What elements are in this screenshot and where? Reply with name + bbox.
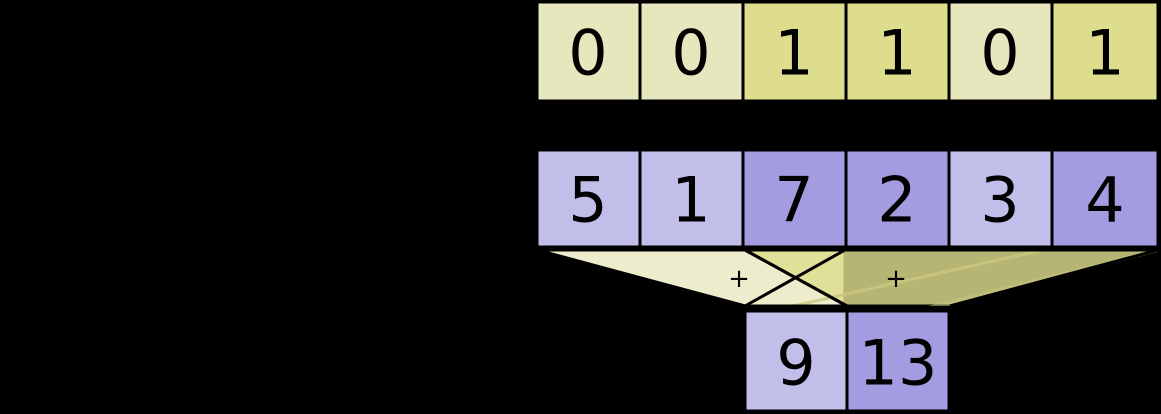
flag-cell-4[interactable]: [947, 0, 1054, 103]
result-row: 9 13: [743, 309, 951, 413]
flag-cell-0-label: 0: [568, 17, 607, 90]
result-cell-1-label: 13: [859, 327, 938, 400]
funnel-right-stripe-a: [786, 250, 1050, 306]
result-cell-1[interactable]: [845, 309, 951, 413]
flag-cell-4-label: 0: [980, 17, 1019, 90]
flag-cell-2-label: 1: [774, 17, 813, 90]
funnel-group: [536, 248, 1159, 308]
flag-cell-1-label: 0: [671, 17, 710, 90]
flag-row: 0 0 1 1 0 1: [535, 0, 1160, 103]
value-cell-0-label: 5: [568, 164, 607, 237]
value-cell-5-label: 4: [1085, 164, 1124, 237]
value-cell-5[interactable]: [1050, 148, 1160, 249]
result-cell-0[interactable]: [743, 309, 849, 413]
value-cell-4-label: 3: [980, 164, 1019, 237]
flag-cell-5-label: 1: [1085, 17, 1124, 90]
value-cell-1-label: 1: [671, 164, 710, 237]
flag-cell-3-label: 1: [877, 17, 916, 90]
value-cell-0[interactable]: [535, 148, 642, 249]
flag-cell-2[interactable]: [741, 0, 848, 103]
funnel-right-right-edge: [949, 248, 1159, 308]
result-cell-0-label: 9: [776, 327, 815, 400]
value-cell-2[interactable]: [741, 148, 848, 249]
funnel-left-outer-edge: [536, 248, 746, 308]
value-cell-3-label: 2: [877, 164, 916, 237]
value-cell-2-label: 7: [774, 164, 813, 237]
plus-right-icon: +: [885, 264, 907, 294]
value-cell-4[interactable]: [947, 148, 1054, 249]
flag-cell-5[interactable]: [1050, 0, 1160, 103]
funnel-right-left-edge: [744, 248, 848, 308]
plus-left-icon: +: [728, 264, 750, 294]
flag-cell-0[interactable]: [535, 0, 642, 103]
value-row: 5 1 7 2 3 4: [535, 148, 1160, 249]
